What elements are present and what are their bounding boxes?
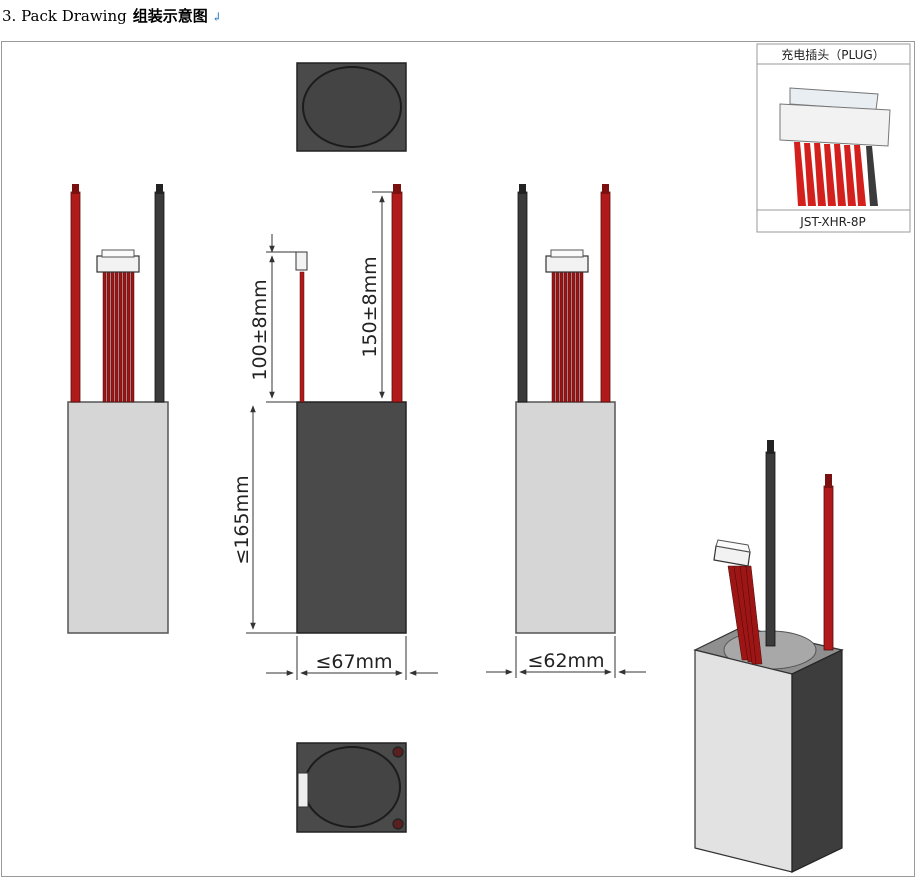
- plug-inset: [756, 43, 911, 233]
- plug-model: JST-XHR-8P: [799, 215, 865, 229]
- left-side-view: [67, 184, 169, 634]
- dim-lead-short: 100±8mm: [249, 279, 271, 380]
- dimension-lines: [246, 191, 646, 680]
- heading-title-cn: 组装示意图: [132, 7, 208, 25]
- isometric-view: [693, 440, 844, 873]
- bottom-view: [296, 742, 407, 833]
- dim-length: ≤165mm: [231, 475, 253, 564]
- top-view: [296, 62, 407, 152]
- section-heading: 3. Pack Drawing 组装示意图↲: [2, 2, 222, 30]
- front-view: [295, 184, 407, 634]
- right-side-view: [515, 184, 616, 634]
- paragraph-mark-icon: ↲: [211, 10, 222, 24]
- dim-width: ≤67mm: [315, 651, 392, 673]
- dim-depth: ≤62mm: [527, 650, 604, 672]
- dim-lead-long: 150±8mm: [359, 256, 381, 357]
- heading-title: 3. Pack Drawing: [2, 7, 127, 25]
- plug-label: 充电插头（PLUG）: [781, 47, 884, 62]
